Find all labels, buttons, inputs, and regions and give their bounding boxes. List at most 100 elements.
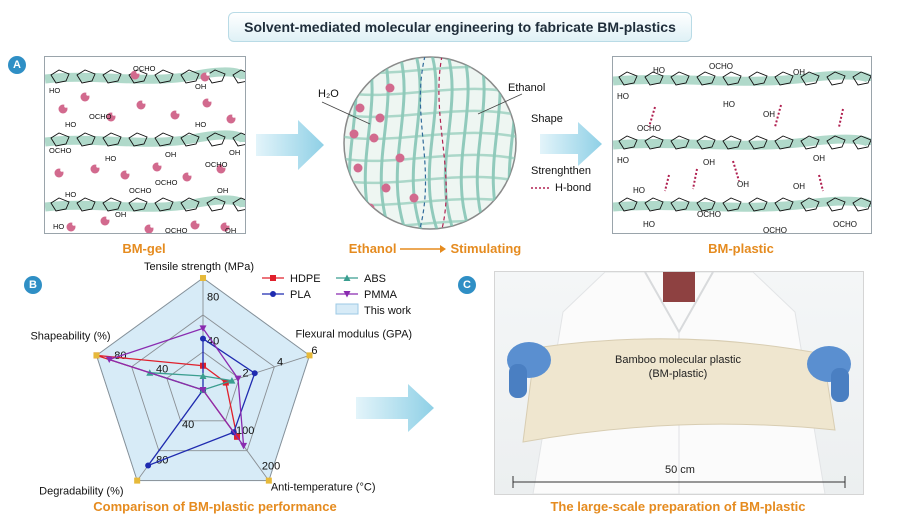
series-point-pla xyxy=(251,370,258,377)
plastic-group-label: HO xyxy=(723,100,735,109)
sugar-ring xyxy=(154,69,174,84)
series-point-this-work xyxy=(200,275,206,281)
legend-label: HDPE xyxy=(290,273,321,285)
hbond-line-icon xyxy=(531,187,551,189)
sugar-ring xyxy=(670,197,690,212)
plastic-group-label: OCHO xyxy=(763,226,787,233)
photo-caption: The large-scale preparation of BM-plasti… xyxy=(550,499,806,514)
cellulose-chain xyxy=(45,195,245,212)
cellulose-chain xyxy=(613,134,871,150)
hbond-legend: H-bond xyxy=(531,182,591,194)
sugar-ring xyxy=(774,71,794,86)
sugar-ring xyxy=(102,197,122,212)
legend-label: PMMA xyxy=(364,289,398,301)
sugar-ring xyxy=(206,197,226,212)
sugar-ring xyxy=(800,197,820,212)
series-point-pmma xyxy=(105,356,113,364)
hbond-line xyxy=(774,104,782,128)
water-molecule xyxy=(385,83,395,93)
plastic-group-label: OH xyxy=(763,110,775,119)
sugar-ring xyxy=(206,132,226,147)
axis-tick-label: 80 xyxy=(207,292,219,304)
plastic-group-label: OCHO xyxy=(697,210,721,219)
arrow-right-icon xyxy=(256,120,324,170)
fiber xyxy=(395,57,410,229)
gel-group-label: HO xyxy=(195,120,206,129)
water-hydrogen xyxy=(96,164,100,168)
series-point-pmma xyxy=(240,442,248,450)
plastic-group-label: OH xyxy=(793,68,805,77)
sugar-ring xyxy=(774,135,794,150)
sugar-ring xyxy=(696,197,716,212)
sugar-ring xyxy=(748,135,768,150)
gel-group-label: HO xyxy=(49,86,60,95)
axis-tick-label: 200 xyxy=(262,460,280,472)
axis-name: Tensile strength (MPa) xyxy=(144,262,254,273)
water-hydrogen xyxy=(176,110,180,114)
scale-bar-label: 50 cm xyxy=(665,464,695,476)
water-molecule xyxy=(355,103,365,113)
bm-gel-caption: BM-gel xyxy=(122,241,166,256)
fiber xyxy=(443,57,458,229)
gel-group-label: HO xyxy=(105,154,116,163)
plastic-group-label: OH xyxy=(793,182,805,191)
long-arrow-icon xyxy=(400,244,447,253)
radar-grid-ring xyxy=(131,314,275,452)
water-hydrogen xyxy=(158,162,162,166)
axis-name: Flexural modulus (GPA) xyxy=(296,328,413,340)
chart-caption: Comparison of BM-plastic performance xyxy=(93,499,337,514)
panel-c-badge: C xyxy=(458,276,476,294)
fiber xyxy=(459,57,474,229)
axis-tick-label: 2 xyxy=(242,367,248,379)
water-hydrogen xyxy=(72,222,76,226)
sugar-ring xyxy=(826,197,846,212)
fiber xyxy=(344,153,516,164)
sugar-ring xyxy=(852,135,871,150)
sugar-ring xyxy=(180,197,200,212)
legend-marker xyxy=(343,274,351,281)
hbond-line xyxy=(664,174,670,192)
axis-name: Degradability (%) xyxy=(39,486,123,498)
series-point-abs xyxy=(199,372,207,379)
gel-group-label: OCHO xyxy=(49,146,72,155)
gel-group-label: HO xyxy=(65,190,76,199)
hbond-line xyxy=(838,108,844,128)
ethanol-front xyxy=(438,57,447,229)
water-hydrogen xyxy=(86,92,90,96)
legend-swatch xyxy=(335,303,359,315)
axis-tick-label: 4 xyxy=(277,356,283,368)
plastic-group-label: HO xyxy=(617,92,629,101)
gel-group-label: HO xyxy=(65,120,76,129)
sugar-ring xyxy=(748,71,768,86)
radar-chart: Tensile strength (MPa) Flexural modulus (… xyxy=(30,262,413,498)
sugar-ring xyxy=(618,71,638,86)
water-molecule xyxy=(349,129,359,139)
legend-label: This work xyxy=(364,305,412,317)
cellulose-chain xyxy=(613,70,871,86)
water-hydrogen xyxy=(126,170,130,174)
axis-tick-label: 40 xyxy=(182,419,194,431)
sugar-ring xyxy=(76,197,96,212)
series-point-this-work xyxy=(93,352,100,359)
sugar-ring xyxy=(644,71,664,86)
water-hydrogen xyxy=(60,168,64,172)
axis-name: Shapeability (%) xyxy=(30,330,110,342)
arrow-right-icon xyxy=(540,122,602,166)
legend-marker xyxy=(270,275,276,281)
water-molecule xyxy=(381,183,391,193)
page-title: Solvent-mediated molecular engineering t… xyxy=(228,12,692,42)
hbond-label: H-bond xyxy=(555,182,592,194)
h2o-pointer xyxy=(321,101,371,125)
series-point-pla xyxy=(145,462,152,469)
stimulating-caption: Stimulating xyxy=(450,241,522,256)
series-point-this-work xyxy=(265,477,272,484)
plastic-group-label: OH xyxy=(737,180,749,189)
strengthen-label: Strenghthen xyxy=(531,165,591,177)
water-hydrogen xyxy=(142,100,146,104)
hbond-line xyxy=(648,106,656,128)
photo-label-line2: (BM-plastic) xyxy=(648,368,708,380)
plastic-group-label: HO xyxy=(643,220,655,229)
sugar-ring xyxy=(102,69,122,84)
gel-group-label: OH xyxy=(229,148,240,157)
hbond-line xyxy=(818,174,824,192)
